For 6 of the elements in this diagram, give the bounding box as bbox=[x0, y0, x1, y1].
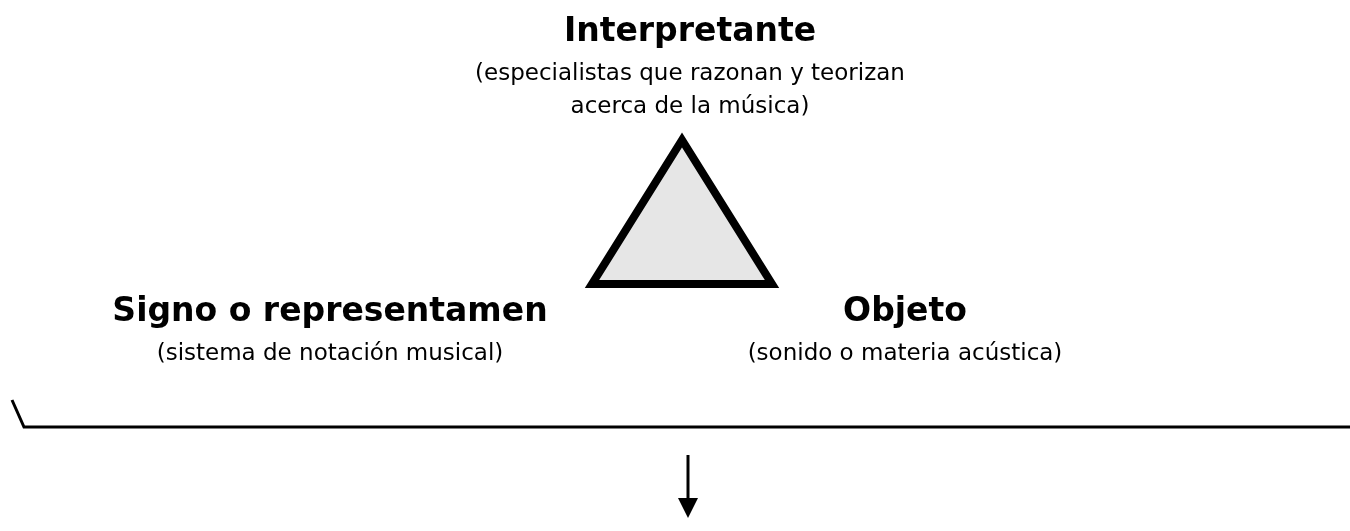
node-description: (especialistas que razonan y teorizan acerca de la música) bbox=[474, 58, 906, 120]
node-title: Interpretante bbox=[563, 9, 817, 51]
node-description: (sistema de notación musical) bbox=[156, 338, 504, 367]
node-title: Signo o representamen bbox=[112, 289, 548, 331]
node-description: (sonido o materia acústica) bbox=[747, 338, 1063, 367]
node-title: Objeto bbox=[843, 289, 967, 331]
